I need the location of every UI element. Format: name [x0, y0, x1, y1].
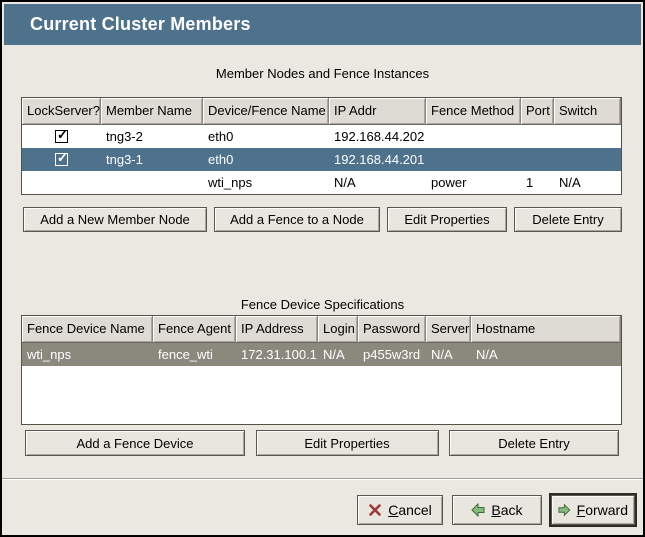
add-member-node-button[interactable]: Add a New Member Node	[23, 207, 207, 232]
edit-member-properties-button[interactable]: Edit Properties	[387, 207, 507, 232]
port-cell	[521, 148, 554, 171]
forward-arrow-icon	[558, 503, 571, 517]
fence-instance-row-wti-nps[interactable]: wti_nps N/A power 1 N/A	[22, 171, 621, 194]
add-fence-to-node-button[interactable]: Add a Fence to a Node	[214, 207, 380, 232]
ip-addr-cell: 192.168.44.202	[334, 129, 425, 144]
column-header-password[interactable]: Password	[358, 316, 426, 343]
member-name-cell: tng3-2	[106, 129, 143, 144]
column-header-member-name[interactable]: Member Name	[101, 98, 203, 125]
back-label: Back	[491, 502, 523, 518]
fence-devices-table: Fence Device Name Fence Agent IP Address…	[21, 315, 622, 425]
lockserver-cell: ✓	[22, 148, 101, 171]
fence-button-row: Add a Fence Device Edit Properties Delet…	[25, 430, 619, 456]
members-table: LockServer? Member Name Device/Fence Nam…	[21, 97, 622, 195]
column-header-login[interactable]: Login	[318, 316, 358, 343]
column-header-fence-agent[interactable]: Fence Agent	[153, 316, 236, 343]
checkmark-icon: ✓	[57, 150, 68, 165]
forward-button[interactable]: Forward	[551, 495, 635, 525]
edit-fence-properties-button[interactable]: Edit Properties	[255, 430, 439, 456]
column-header-device-fence-name[interactable]: Device/Fence Name	[203, 98, 329, 125]
switch-cell	[554, 125, 621, 148]
hostname-cell: N/A	[476, 347, 498, 362]
members-table-caption: Member Nodes and Fence Instances	[215, 66, 430, 81]
lockserver-checkbox[interactable]: ✓	[55, 150, 68, 166]
lockserver-cell: ✓	[22, 125, 101, 148]
password-cell: p455w3rd	[363, 347, 421, 362]
column-header-fence-device-name[interactable]: Fence Device Name	[22, 316, 153, 343]
column-header-hostname[interactable]: Hostname	[471, 316, 621, 343]
forward-label: Forward	[576, 502, 628, 518]
fence-method-cell: power	[431, 175, 467, 190]
column-header-server[interactable]: Server	[426, 316, 471, 343]
switch-cell	[554, 148, 621, 171]
lockserver-cell	[22, 171, 101, 194]
column-header-ip-addr[interactable]: IP Addr	[329, 98, 426, 125]
cancel-button[interactable]: Cancel	[357, 495, 443, 525]
column-header-switch[interactable]: Switch	[554, 98, 621, 125]
switch-cell: N/A	[559, 175, 581, 190]
page-title: Current Cluster Members	[30, 14, 251, 34]
ip-address-cell: 172.31.100.1	[241, 347, 317, 362]
device-fence-name-cell: eth0	[208, 152, 234, 167]
column-header-port[interactable]: Port	[521, 98, 554, 125]
cancel-x-icon	[369, 504, 382, 516]
device-fence-name-cell: eth0	[208, 129, 234, 144]
ip-addr-cell: 192.168.44.201	[334, 152, 425, 167]
fence-agent-cell: fence_wti	[158, 347, 213, 362]
delete-fence-entry-button[interactable]: Delete Entry	[449, 430, 619, 456]
delete-member-entry-button[interactable]: Delete Entry	[514, 207, 622, 232]
back-button[interactable]: Back	[452, 495, 542, 525]
checkmark-icon: ✓	[57, 127, 68, 142]
column-header-lockserver[interactable]: LockServer?	[22, 98, 101, 125]
cancel-label: Cancel	[388, 502, 432, 518]
fence-device-name-cell: wti_nps	[27, 347, 72, 362]
member-name-cell: tng3-1	[106, 152, 143, 167]
footer-button-row: Cancel Back Forward	[2, 495, 643, 525]
fence-method-cell	[426, 125, 521, 148]
members-button-row: Add a New Member Node Add a Fence to a N…	[23, 207, 622, 232]
members-table-header: LockServer? Member Name Device/Fence Nam…	[22, 98, 621, 125]
member-name-cell	[101, 171, 203, 194]
device-fence-name-cell: wti_nps	[208, 175, 253, 190]
ip-addr-cell: N/A	[334, 175, 356, 190]
add-fence-device-button[interactable]: Add a Fence Device	[25, 430, 245, 456]
member-row-tng3-1-selected[interactable]: ✓ tng3-1 eth0 192.168.44.201	[22, 148, 621, 171]
fence-method-cell	[426, 148, 521, 171]
column-header-fence-method[interactable]: Fence Method	[426, 98, 521, 125]
lockserver-checkbox[interactable]: ✓	[55, 127, 68, 143]
footer-separator	[2, 478, 643, 480]
login-cell: N/A	[323, 347, 345, 362]
fence-device-row-wti-nps[interactable]: wti_nps fence_wti 172.31.100.1 N/A p455w…	[22, 343, 621, 366]
column-header-ip-address[interactable]: IP Address	[236, 316, 318, 343]
fence-table-caption: Fence Device Specifications	[240, 297, 405, 312]
fence-table-header: Fence Device Name Fence Agent IP Address…	[22, 316, 621, 343]
back-arrow-icon	[471, 503, 485, 517]
server-cell: N/A	[431, 347, 453, 362]
port-cell: 1	[526, 175, 534, 190]
port-cell	[521, 125, 554, 148]
dialog-titlebar: Current Cluster Members	[4, 4, 641, 45]
member-row-tng3-2[interactable]: ✓ tng3-2 eth0 192.168.44.202	[22, 125, 621, 148]
